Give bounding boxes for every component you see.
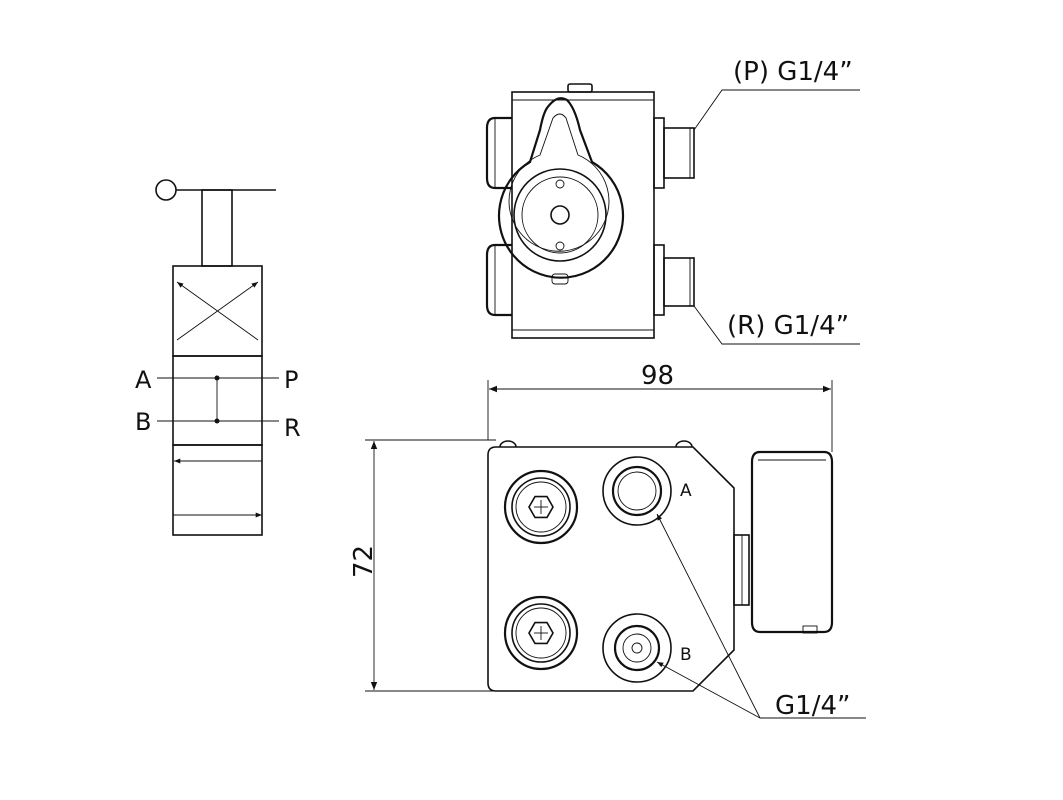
screw-upper-icon [503,469,579,545]
port-r-thread-label: (R) G1/4” [727,311,849,341]
front-view: A B G1/4” 98 72 [349,361,866,721]
port-b-icon [602,613,672,683]
top-view: (P) G1/4” (R) G1/4” [485,57,860,345]
valve-symbol: A B P R [135,179,301,536]
symbol-port-p-label: P [284,366,298,394]
top-view-body [511,91,655,339]
lever-knob-icon [155,179,177,201]
height-dimension: 72 [349,545,379,578]
port-a-icon [602,456,672,526]
front-view-body [487,446,735,692]
port-a-mark: A [680,481,692,501]
actuator-cap [750,450,834,634]
symbol-port-b-label: B [135,408,151,436]
symbol-port-r-label: R [284,414,301,442]
port-p-thread-label: (P) G1/4” [733,57,853,87]
symbol-envelope-middle [172,355,263,446]
symbol-port-a-label: A [135,366,152,394]
screw-lower-icon [503,595,579,671]
width-dimension: 98 [641,361,674,391]
port-thread-label: G1/4” [775,691,850,721]
lever-housing [497,97,625,279]
port-b-mark: B [680,645,692,665]
symbol-envelope-bottom [172,444,263,536]
